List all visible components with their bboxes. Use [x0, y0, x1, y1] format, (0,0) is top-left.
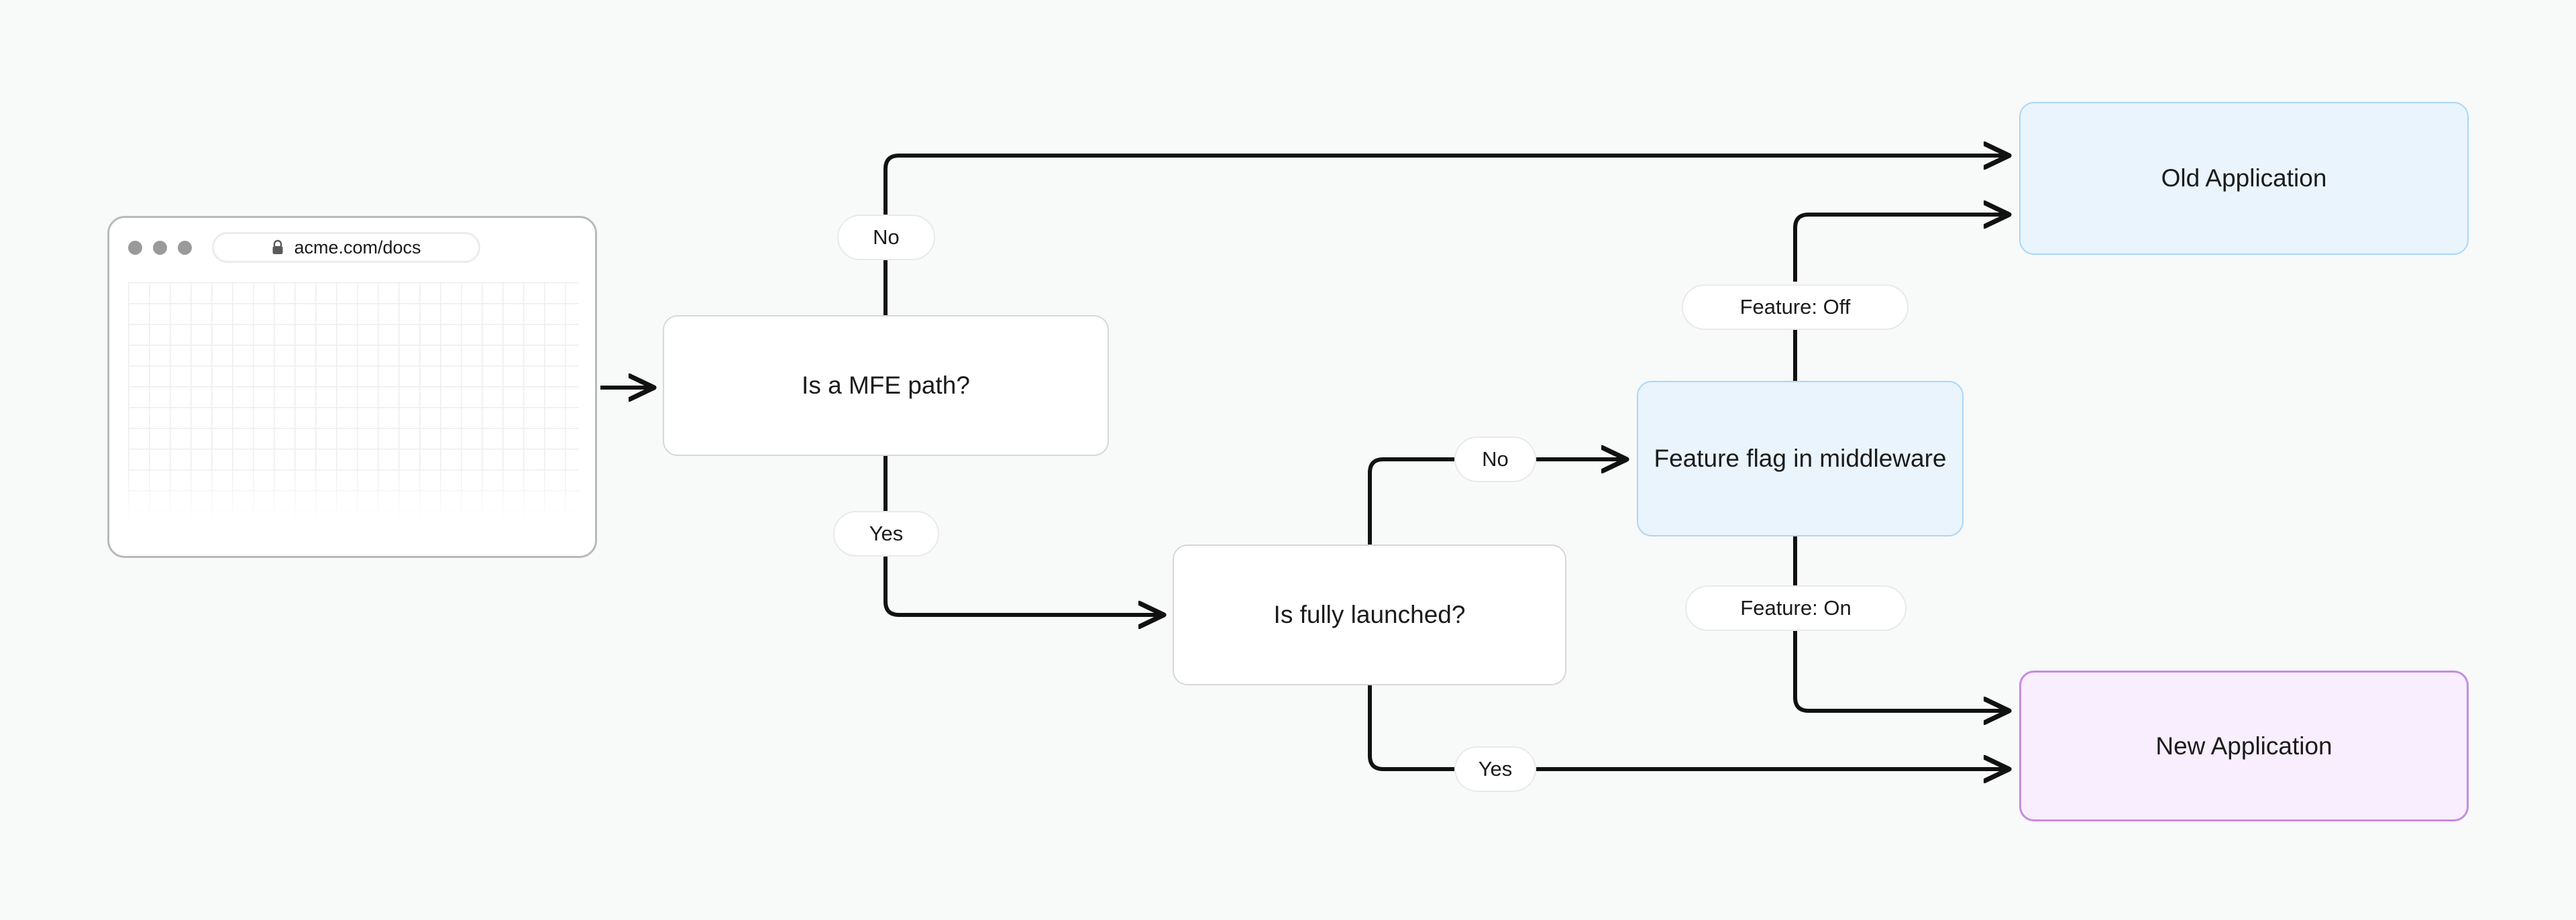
edge-label-mfe-no-text: No	[873, 225, 900, 249]
browser-toolbar: acme.com/docs	[109, 218, 595, 277]
edge-label-feature-off: Feature: Off	[1682, 284, 1909, 330]
edge-label-feature-on-text: Feature: On	[1740, 596, 1851, 620]
node-is-mfe-path[interactable]: Is a MFE path?	[663, 315, 1109, 456]
edge-label-launched-yes-text: Yes	[1478, 757, 1513, 781]
node-old-application[interactable]: Old Application	[2019, 102, 2469, 255]
lock-icon	[272, 239, 283, 254]
edge-label-launched-yes: Yes	[1454, 746, 1536, 792]
node-is-fully-launched-label: Is fully launched?	[1273, 601, 1466, 629]
node-is-mfe-path-label: Is a MFE path?	[802, 371, 970, 400]
traffic-light-dots	[128, 240, 192, 255]
edge-launched-to-yes-label	[1368, 685, 1454, 771]
browser-content-grid	[128, 282, 579, 544]
edge-label-mfe-no: No	[837, 215, 935, 260]
edge-no-to-old-app	[883, 156, 2009, 215]
edge-label-launched-no-text: No	[1482, 447, 1509, 471]
node-new-application-label: New Application	[2155, 732, 2332, 760]
edge-label-mfe-yes: Yes	[833, 511, 939, 557]
dot-green-icon	[178, 240, 192, 255]
node-feature-flag-middleware[interactable]: Feature flag in middleware	[1637, 381, 1964, 536]
edge-label-mfe-yes-text: Yes	[869, 522, 904, 545]
url-text: acme.com/docs	[294, 237, 421, 257]
edge-launched-to-no-label	[1368, 457, 1454, 544]
node-feature-flag-middleware-label: Feature flag in middleware	[1654, 445, 1947, 473]
browser-mockup: acme.com/docs	[107, 216, 597, 558]
edge-feature-on-to-new-app	[1793, 631, 2009, 711]
edge-label-feature-on: Feature: On	[1685, 585, 1907, 631]
node-new-application[interactable]: New Application	[2019, 671, 2469, 821]
edge-label-launched-no: No	[1454, 437, 1536, 482]
url-bar[interactable]: acme.com/docs	[212, 232, 480, 263]
edge-label-feature-off-text: Feature: Off	[1739, 295, 1851, 319]
node-is-fully-launched[interactable]: Is fully launched?	[1173, 544, 1566, 685]
node-old-application-label: Old Application	[2161, 164, 2327, 192]
edge-yes-to-launched	[883, 557, 1164, 615]
edge-feature-off-to-old-app	[1793, 215, 2009, 282]
dot-yellow-icon	[153, 240, 167, 255]
dot-red-icon	[128, 240, 142, 255]
